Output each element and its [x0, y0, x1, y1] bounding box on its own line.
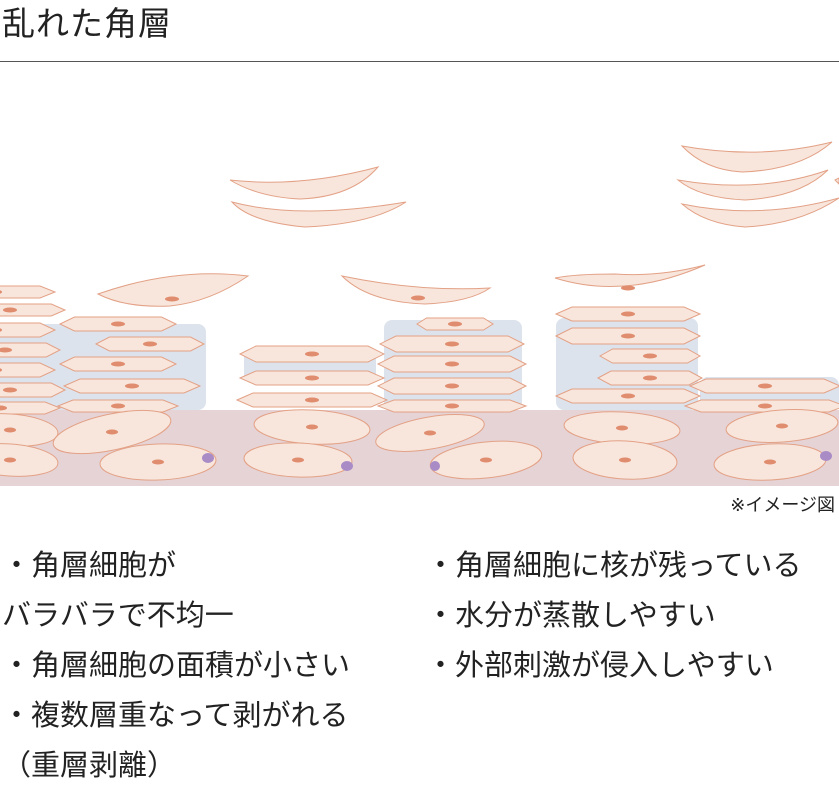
cell-nucleus — [0, 328, 2, 332]
peeling-corneocyte — [96, 273, 250, 307]
peeling-corneocyte — [834, 177, 839, 185]
corneocyte — [0, 322, 57, 338]
cell-nucleus — [758, 403, 772, 409]
cell-nucleus — [111, 361, 125, 367]
cell-nucleus — [3, 307, 17, 313]
cell-nucleus — [111, 321, 125, 327]
cell-nucleus — [0, 347, 12, 353]
left-bullet-list: ・角層細胞が バラバラで不均一 ・角層細胞の面積が小さい ・複数層重なって剥がれ… — [2, 540, 412, 790]
corneocyte — [0, 303, 67, 317]
cell-nucleus — [445, 341, 459, 347]
cell-nucleus — [758, 383, 772, 389]
cell-layer — [0, 141, 839, 481]
cell-nucleus — [621, 393, 635, 399]
melanin-granule — [341, 461, 353, 471]
cell-nucleus — [125, 383, 139, 389]
corneocyte — [0, 285, 57, 299]
cell-nucleus — [643, 353, 657, 359]
cell-nucleus — [424, 430, 436, 436]
bullet-item: ・角層細胞が — [2, 548, 177, 582]
peeling-corneocyte — [554, 264, 706, 287]
title-divider — [0, 61, 839, 62]
peeling-corneocyte — [680, 141, 833, 173]
cell-nucleus — [305, 397, 319, 403]
cell-nucleus — [480, 457, 492, 463]
cell-nucleus — [152, 459, 164, 465]
bullet-item: ・複数層重なって剥がれる — [2, 698, 349, 732]
corneocyte — [0, 342, 62, 358]
cell-nucleus — [445, 361, 459, 367]
melanin-granule — [202, 453, 214, 463]
cell-nucleus — [619, 457, 631, 463]
cell-nucleus — [4, 457, 16, 463]
cell-nucleus — [305, 351, 319, 357]
right-bullet-list: ・角層細胞に核が残っている ・水分が蒸散しやすい ・外部刺激が侵入しやすい — [426, 540, 839, 690]
bullet-item: ・水分が蒸散しやすい — [426, 598, 716, 632]
cell-nucleus — [621, 311, 635, 317]
cell-nucleus — [106, 429, 118, 435]
bullet-item: ・角層細胞の面積が小さい — [2, 648, 351, 682]
image-caption: ※イメージ図 — [730, 495, 835, 516]
cell-nucleus — [445, 403, 459, 409]
peeling-corneocyte — [680, 197, 839, 228]
cell-nucleus — [306, 424, 318, 430]
cell-nucleus — [621, 333, 635, 339]
bullet-item: ・角層細胞に核が残っている — [426, 548, 802, 582]
cell-nucleus — [643, 375, 657, 381]
peeling-corneocyte — [340, 275, 492, 305]
melanin-granule — [430, 461, 440, 471]
cell-nucleus — [305, 375, 319, 381]
cell-nucleus — [3, 387, 17, 393]
cell-nucleus — [4, 427, 16, 433]
cell-nucleus — [616, 425, 628, 431]
cell-nucleus — [0, 290, 2, 294]
cell-nucleus — [0, 405, 7, 411]
peeling-corneocyte — [230, 201, 407, 228]
cell-nucleus — [0, 368, 2, 372]
cell-nucleus — [143, 341, 157, 347]
bullet-item: ・外部刺激が侵入しやすい — [426, 648, 774, 682]
cell-nucleus — [448, 321, 462, 327]
corneocyte — [0, 401, 62, 415]
page-title: 乱れた角層 — [2, 4, 172, 43]
cell-nucleus — [165, 296, 179, 302]
cell-nucleus — [411, 295, 425, 301]
bullet-item: バラバラで不均一 — [2, 598, 234, 632]
peeling-corneocyte — [229, 166, 380, 200]
cell-nucleus — [445, 383, 459, 389]
melanin-granule — [820, 451, 832, 461]
cell-nucleus — [111, 403, 125, 409]
cell-nucleus — [621, 285, 635, 291]
cell-nucleus — [764, 459, 776, 465]
cell-nucleus — [776, 423, 788, 429]
skin-diagram — [0, 141, 839, 486]
peeling-corneocyte — [676, 169, 829, 201]
corneocyte — [0, 362, 57, 378]
cell-nucleus — [292, 457, 304, 463]
corneocyte — [0, 382, 67, 398]
bullet-item: （重層剥離） — [2, 748, 177, 782]
